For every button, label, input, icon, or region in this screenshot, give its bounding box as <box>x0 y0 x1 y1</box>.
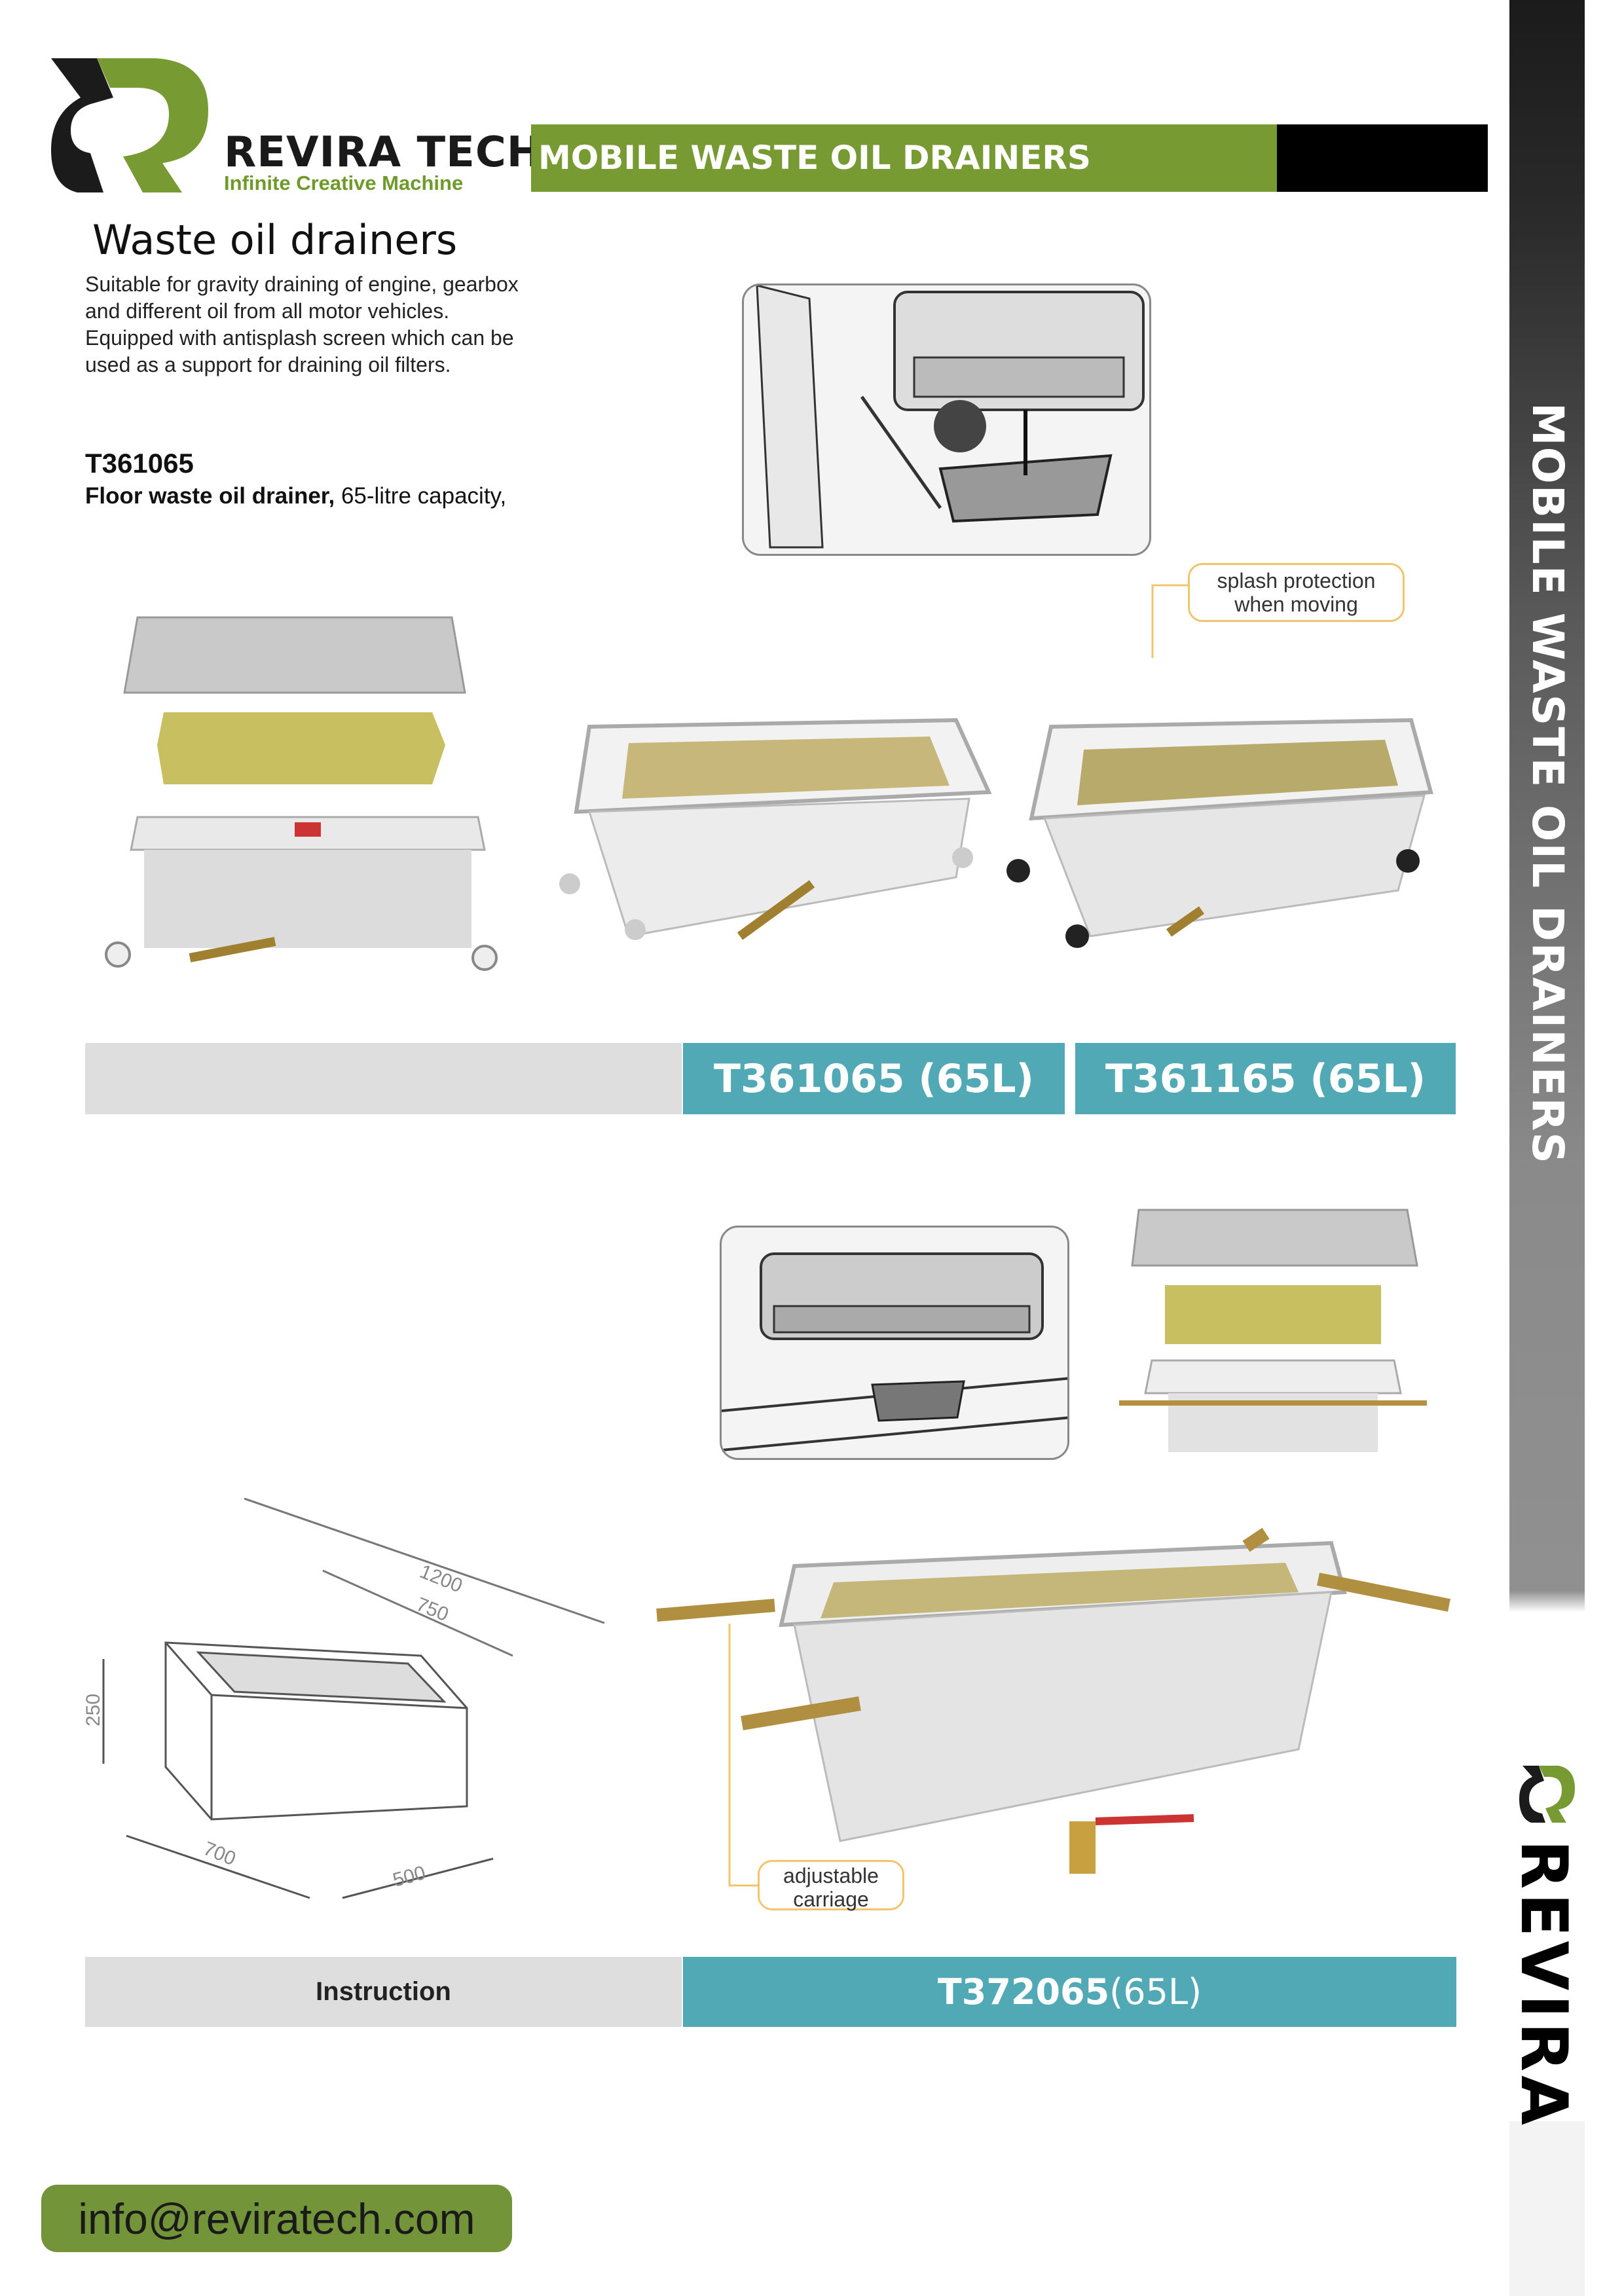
product-summary: Floor waste oil drainer, 65-litre capaci… <box>85 483 506 509</box>
sidebar-brand: REVIRA <box>1506 1840 1581 2130</box>
brand-name: REVIRA TECH <box>224 128 543 177</box>
model-capacity: (65L) <box>1109 1971 1202 2013</box>
callout-splash: splash protection when moving <box>1188 563 1405 622</box>
sidebar-strip-bottom <box>1509 2121 1585 2296</box>
callout-text: carriage <box>793 1887 869 1911</box>
product-name: Floor waste oil drainer, <box>85 483 335 509</box>
description-line: used as a support for draining oil filte… <box>85 353 451 376</box>
description-line: Equipped with antisplash screen which ca… <box>85 326 514 350</box>
model-label-t361165: T361165 (65L) <box>1075 1043 1456 1114</box>
email-button[interactable]: info@reviratech.com <box>41 2185 512 2252</box>
revira-small-logo-icon <box>1519 1766 1575 1823</box>
under-car-illustration <box>720 1226 1069 1460</box>
brand-tagline: Infinite Creative Machine <box>224 172 464 194</box>
section-title: Waste oil drainers <box>92 216 458 264</box>
model-bar-blank <box>85 1043 682 1114</box>
description-line: and different oil from all motor vehicle… <box>85 299 450 323</box>
model-code: T372065 <box>937 1971 1110 2013</box>
product-code: T361065 <box>85 448 194 479</box>
callout-carriage: adjustable carriage <box>758 1860 904 1911</box>
dimension-label-height: 250 <box>83 1693 105 1727</box>
callout-text: splash protection <box>1217 569 1376 592</box>
exploded-drainer-t372065-image <box>1119 1209 1427 1452</box>
drainer-t361065-image <box>559 718 992 940</box>
header-bar <box>531 124 1277 192</box>
description-line: Suitable for gravity draining of engine,… <box>85 272 519 296</box>
callout-line-icon <box>1151 584 1189 658</box>
sidebar-title: MOBILE WASTE OIL DRAINERS <box>1522 403 1573 1165</box>
callout-text: adjustable <box>783 1864 879 1887</box>
usage-illustration <box>742 283 1151 556</box>
header-title: MOBILE WASTE OIL DRAINERS <box>538 139 1091 177</box>
callout-line-icon <box>728 1624 760 1887</box>
exploded-drainer-image <box>105 616 498 971</box>
revira-logo-icon <box>51 58 208 192</box>
header-black-block <box>1277 124 1488 192</box>
product-capacity: 65-litre capacity, <box>335 483 507 509</box>
drainer-t361165-image <box>1006 718 1433 948</box>
drainer-t372065-image <box>656 1527 1450 1874</box>
instruction-label: Instruction <box>85 1957 682 2027</box>
description: Suitable for gravity draining of engine,… <box>85 271 583 378</box>
callout-text: when moving <box>1234 592 1358 616</box>
model-label-t372065: T372065 (65L) <box>683 1957 1456 2027</box>
model-label-t361065: T361065 (65L) <box>683 1043 1065 1114</box>
dimension-diagram <box>102 1497 605 1899</box>
